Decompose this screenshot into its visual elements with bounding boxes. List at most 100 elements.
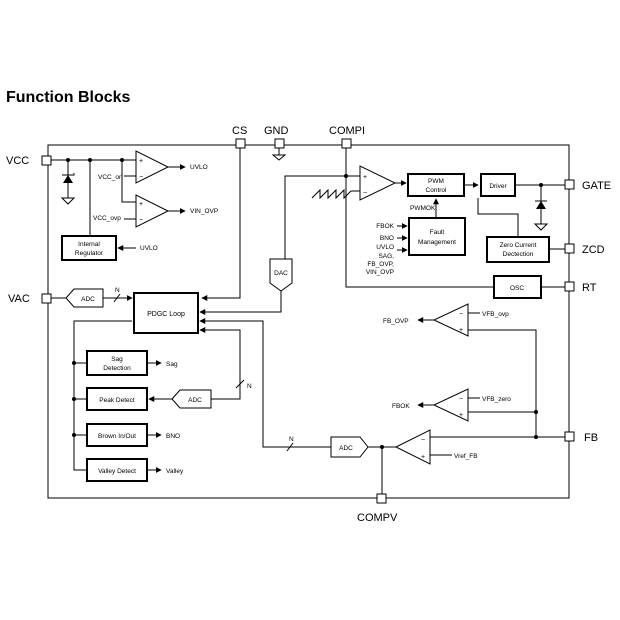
pwm-section: PWM Control Driver PWMOK Fault Managemen…: [366, 173, 565, 276]
svg-text:Sag: Sag: [166, 361, 178, 368]
pwm-comparator: [359, 165, 397, 201]
pin-fb: FB: [564, 431, 598, 444]
vcc-on-label: VCC_on: [98, 174, 123, 181]
svg-text:ADC: ADC: [81, 296, 95, 303]
svg-text:FBOK: FBOK: [376, 223, 394, 230]
comparator-vin-ovp: [135, 194, 170, 228]
svg-text:+: +: [363, 174, 367, 181]
regulator-uvlo-label: UVLO: [140, 245, 158, 252]
svg-text:+: +: [459, 412, 463, 419]
svg-text:−: −: [139, 174, 143, 181]
pin-label-vcc: VCC: [6, 155, 29, 167]
svg-text:OSC: OSC: [510, 285, 524, 292]
svg-text:Zero Current: Zero Current: [500, 242, 537, 249]
gnd-connection: [271, 148, 287, 161]
comparator-fb-zero: [432, 388, 469, 422]
pin-zcd: ZCD: [564, 243, 605, 256]
svg-text:−: −: [139, 217, 143, 224]
svg-text:−: −: [459, 311, 463, 318]
uvlo-output-label: UVLO: [190, 164, 208, 171]
svg-text:Internal: Internal: [78, 241, 100, 248]
svg-text:Valley: Valley: [166, 468, 184, 475]
svg-text:+: +: [139, 201, 143, 208]
pin-label-zcd: ZCD: [582, 244, 605, 256]
pin-label-fb: FB: [584, 432, 598, 444]
svg-text:Peak Detect: Peak Detect: [99, 397, 135, 404]
svg-text:−: −: [421, 437, 425, 444]
pin-label-cs: CS: [232, 125, 247, 137]
comparator-uvlo: [135, 150, 170, 184]
svg-text:BNO: BNO: [380, 235, 394, 242]
error-amplifier: [394, 429, 431, 465]
pin-label-compv: COMPV: [357, 512, 398, 524]
svg-text:Brown In/Out: Brown In/Out: [98, 433, 136, 440]
svg-text:VFB_ovp: VFB_ovp: [482, 311, 509, 318]
svg-text:Management: Management: [418, 239, 456, 246]
svg-text:N: N: [115, 287, 120, 294]
ground-icon: [271, 154, 287, 161]
svg-text:VIN_OVP: VIN_OVP: [366, 269, 394, 276]
svg-text:Regulator: Regulator: [75, 250, 104, 257]
ground-icon: [533, 223, 549, 231]
svg-text:ADC: ADC: [188, 397, 202, 404]
pin-compv: COMPV: [357, 493, 398, 524]
svg-text:+: +: [421, 454, 425, 461]
zero-current-detection-block: [486, 236, 550, 263]
zener-diode-icon: [63, 175, 73, 183]
chip-outline: [47, 144, 570, 499]
comparator-fb-ovp: [432, 303, 469, 337]
dac-section: DAC + −: [199, 148, 407, 315]
pdgc-loop-block: [133, 292, 199, 334]
svg-text:VFB_zero: VFB_zero: [482, 396, 511, 403]
svg-text:Valley Detect: Valley Detect: [98, 468, 136, 475]
svg-text:N: N: [247, 383, 252, 390]
svg-text:FBOK: FBOK: [392, 403, 410, 410]
fb-section: − + FB_OVP VFB_ovp − + FBOK VFB_zero − +…: [199, 303, 565, 494]
zcd-osc-section: Zero Current Dectection OSC: [345, 176, 565, 299]
pdgc-section: PDGC Loop ADC N Sag Detection Sag Peak D…: [51, 287, 252, 482]
dac-block: [269, 258, 293, 292]
svg-text:BNO: BNO: [166, 433, 180, 440]
sag-detection-block: [86, 350, 148, 376]
svg-text:FB_OVP: FB_OVP: [383, 318, 409, 325]
peak-detect-block: [86, 387, 148, 411]
ground-icon: [60, 197, 76, 205]
internal-regulator-block: [61, 235, 117, 261]
svg-text:Dectection: Dectection: [503, 251, 534, 258]
ramp-sawtooth-icon: [311, 188, 352, 200]
vin-ovp-output-label: VIN_OVP: [190, 208, 218, 215]
svg-text:Control: Control: [426, 187, 448, 194]
pin-label-vac: VAC: [8, 293, 30, 305]
vcc-section: + − UVLO VCC_on + − VIN_OVP VCC_ovp Inte…: [51, 150, 218, 261]
svg-text:DAC: DAC: [274, 270, 288, 277]
svg-text:Sag: Sag: [111, 356, 123, 363]
pin-vcc: VCC: [6, 155, 52, 167]
svg-text:Detection: Detection: [103, 365, 131, 372]
svg-text:PDGC Loop: PDGC Loop: [147, 311, 185, 318]
pin-rt: RT: [564, 281, 597, 294]
pin-label-gate: GATE: [582, 180, 611, 192]
svg-text:Driver: Driver: [489, 183, 507, 190]
svg-text:SAG,: SAG,: [378, 253, 394, 260]
vcc-ovp-label: VCC_ovp: [93, 215, 121, 222]
svg-text:UVLO: UVLO: [376, 244, 394, 251]
pin-label-gnd: GND: [264, 125, 289, 137]
zener-diode-icon: [536, 201, 546, 209]
pwmok-label: PWMOK: [410, 205, 436, 212]
svg-text:+: +: [139, 158, 143, 165]
fault-management-block: [408, 217, 466, 256]
svg-text:N: N: [289, 436, 294, 443]
svg-text:FB_OVP,: FB_OVP,: [367, 261, 394, 268]
svg-text:Fault: Fault: [430, 229, 445, 236]
svg-text:ADC: ADC: [339, 445, 353, 452]
page-title: Function Blocks: [6, 89, 131, 106]
pin-label-rt: RT: [582, 282, 597, 294]
pin-vac: VAC: [8, 293, 52, 305]
svg-text:PWM: PWM: [428, 178, 444, 185]
pin-label-compi: COMPI: [329, 125, 365, 137]
svg-text:+: +: [459, 327, 463, 334]
svg-text:−: −: [363, 190, 367, 197]
pin-gate: GATE: [564, 179, 611, 192]
svg-text:−: −: [459, 396, 463, 403]
